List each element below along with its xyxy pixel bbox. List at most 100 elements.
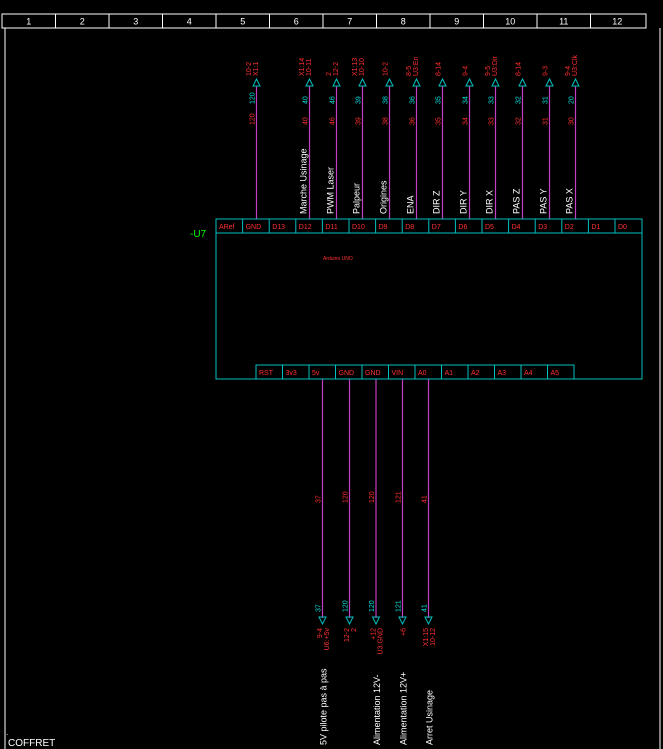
signal-label: PWM Laser	[326, 167, 336, 214]
column-number: 3	[133, 17, 138, 27]
wire-number-top: 33	[489, 96, 496, 104]
column-number: 6	[294, 17, 299, 27]
bottom-pin-label[interactable]: GND	[339, 370, 355, 377]
wire-destination: 2	[326, 72, 333, 76]
column-number: 9	[454, 17, 459, 27]
top-pin-label[interactable]: D4	[512, 224, 521, 231]
top-pin-label[interactable]: D13	[272, 224, 285, 231]
terminal-arrow-down-icon[interactable]	[345, 616, 354, 626]
top-pin-label[interactable]: ARef	[219, 224, 235, 231]
terminal-arrow-up-icon[interactable]	[438, 77, 447, 87]
wire-number-top: 38	[383, 96, 390, 104]
terminal-arrow-up-icon[interactable]	[518, 77, 527, 87]
bottom-pin-label[interactable]: A1	[445, 370, 454, 377]
bottom-pin-label[interactable]: VIN	[392, 370, 404, 377]
bottom-pin-label[interactable]: A4	[524, 370, 533, 377]
wire-number-top: 120	[250, 92, 257, 104]
top-pin-label[interactable]: D7	[432, 224, 441, 231]
terminal-arrow-up-icon[interactable]	[412, 77, 421, 87]
top-pin-label[interactable]: D11	[325, 224, 337, 231]
terminal-arrow-down-icon[interactable]	[398, 616, 407, 626]
top-pin-label[interactable]: D5	[485, 224, 494, 231]
signal-label: DIR X	[485, 190, 495, 214]
wire-number-mid: 33	[489, 117, 496, 125]
bottom-pin-label[interactable]: GND	[365, 370, 381, 377]
top-pin-label[interactable]: D9	[379, 224, 388, 231]
terminal-arrow-down-icon[interactable]	[371, 616, 381, 626]
top-pin-label[interactable]: D1	[591, 224, 600, 231]
terminal-arrow-up-icon[interactable]	[465, 77, 474, 87]
bottom-pin-label[interactable]: 5v	[312, 370, 320, 377]
wire-number-mid: 38	[383, 117, 390, 125]
top-pin-label[interactable]: D6	[458, 224, 467, 231]
signal-label: Alimentation 12V+	[399, 672, 409, 745]
terminal-arrow-down-icon[interactable]	[318, 616, 327, 626]
wire-number-top: 40	[303, 96, 310, 104]
signal-label: ENA	[406, 195, 416, 214]
top-pin-label[interactable]: D8	[405, 224, 414, 231]
bottom-pin-label[interactable]: A3	[498, 370, 507, 377]
top-pin-label[interactable]: D3	[538, 224, 547, 231]
bottom-pin-label[interactable]: A2	[471, 370, 480, 377]
column-number: 8	[401, 17, 406, 27]
terminal-arrow-up-icon[interactable]	[358, 77, 367, 87]
terminal-arrow-up-icon[interactable]	[332, 77, 341, 87]
terminal-arrow-down-icon[interactable]	[424, 616, 433, 626]
top-pin-label[interactable]: D0	[618, 224, 627, 231]
wire-destination: X1:13	[352, 58, 359, 76]
bottom-pin-label[interactable]: 3v3	[286, 370, 297, 377]
top-pin-label[interactable]: D2	[565, 224, 574, 231]
terminal-arrow-up-icon[interactable]	[305, 77, 314, 87]
footer-label: COFFRET	[8, 738, 55, 749]
top-pin-label[interactable]: D12	[299, 224, 312, 231]
terminal-arrow-up-icon[interactable]	[385, 77, 394, 87]
bottom-pin-label[interactable]: A0	[418, 370, 427, 377]
column-number: 1	[26, 17, 31, 27]
wire-number-top: 32	[516, 96, 523, 104]
bottom-pin-label[interactable]: A5	[551, 370, 560, 377]
signal-label: Arret Usinage	[425, 690, 435, 745]
top-pin-label[interactable]: D10	[352, 224, 365, 231]
wire-number-top: 36	[410, 96, 417, 104]
terminal-arrow-up-icon[interactable]	[571, 77, 580, 87]
wire-number-bottom: 120	[343, 600, 350, 612]
wire-destination: U3:GND	[378, 628, 385, 654]
wire-number-bottom: 121	[396, 600, 403, 612]
wire-number-mid: 37	[316, 495, 323, 503]
wire-destination: U3:Clk	[572, 54, 579, 76]
wire-destination: 9-5	[485, 66, 492, 76]
signal-label: DIR Y	[459, 190, 469, 214]
wire-destination: X1:15	[423, 628, 430, 646]
bottom-pin-label[interactable]: RST	[259, 370, 274, 377]
wire-destination: 8-5	[406, 66, 413, 76]
wire-number-mid: 34	[463, 117, 470, 125]
top-pin-label[interactable]: GND	[246, 224, 262, 231]
terminal-arrow-up-icon[interactable]	[252, 77, 261, 87]
terminal-arrow-up-icon[interactable]	[491, 77, 500, 87]
header-frame	[1, 13, 647, 29]
wire-destination: 9-4	[317, 628, 324, 638]
terminal-arrow-up-icon[interactable]	[545, 77, 554, 87]
wire-destination: X1:1	[253, 61, 260, 76]
wire-number-mid: 120	[369, 491, 376, 503]
